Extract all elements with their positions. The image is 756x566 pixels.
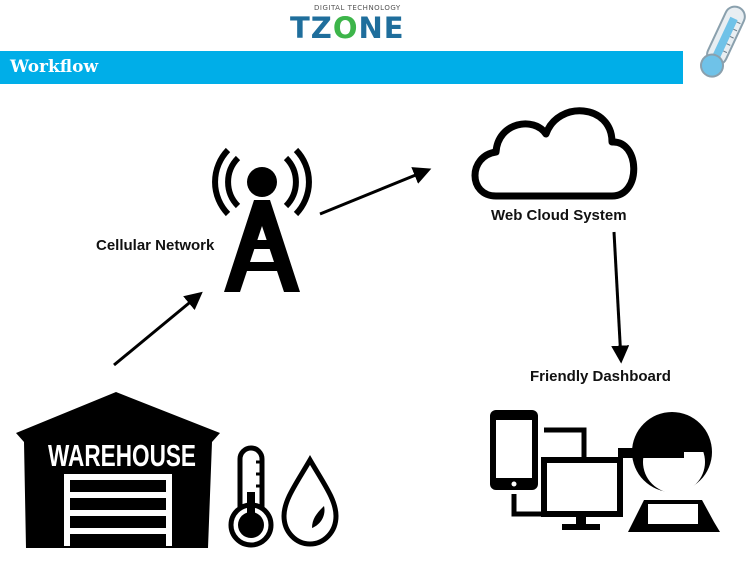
monitor-icon [541,457,623,530]
arrow-tower-to-cloud [319,167,432,216]
logo-tagline: DIGITAL TECHNOLOGY [314,4,401,12]
logo-wordmark: TZONE [290,13,405,43]
web-cloud-label: Web Cloud System [491,207,627,224]
arrow-warehouse-to-tower [113,291,203,367]
arrow-cloud-to-dashboard [611,231,630,364]
logo-brand-accent: O [332,11,359,45]
smartphone-icon [490,410,587,517]
water-drop-icon [281,455,339,547]
thermometer-icon [228,445,274,548]
user-avatar-icon [618,412,720,532]
friendly-dashboard-label: Friendly Dashboard [530,368,671,385]
warehouse-label: WAREHOUSE [48,438,196,473]
logo-brand-start: TZ [290,11,333,45]
thermometer-icon [683,2,755,84]
section-title: Workflow [10,57,99,77]
section-banner: Workflow [0,51,684,84]
cell-tower-icon [212,147,312,292]
warehouse-icon: WAREHOUSE [16,392,220,548]
logo-brand-end: NE [358,11,405,45]
cellular-network-label: Cellular Network [96,237,215,254]
brand-logo: DIGITAL TECHNOLOGY TZONE [286,4,436,44]
cloud-icon [471,107,638,200]
